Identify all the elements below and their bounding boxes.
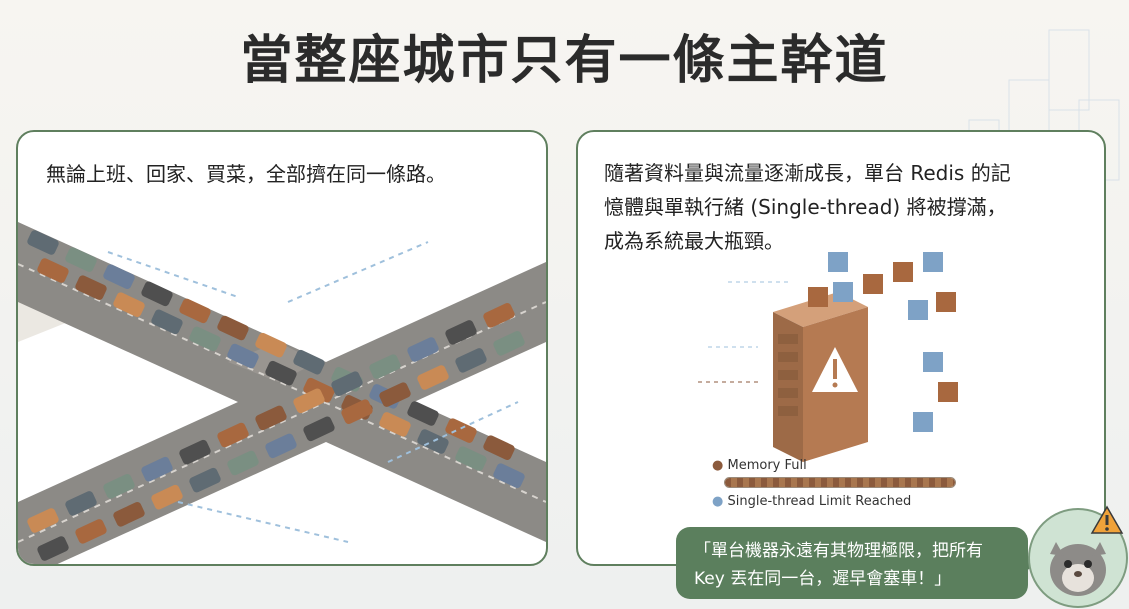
quote-line-2: Key 丟在同一台，遲早會塞車！」	[694, 569, 952, 589]
car	[303, 416, 335, 442]
car	[103, 474, 135, 499]
car	[293, 349, 325, 375]
car	[151, 484, 183, 510]
car	[379, 382, 411, 407]
car	[189, 326, 221, 352]
car	[27, 230, 59, 255]
car	[113, 502, 145, 527]
memory-full-label: ● Memory Full	[712, 458, 807, 473]
car	[141, 281, 173, 307]
overloaded-server-illustration	[698, 252, 958, 462]
car	[493, 331, 525, 356]
redis-description: 隨著資料量與流量逐漸成長，單台 Redis 的記 憶體與單執行緒 (Single…	[604, 156, 1074, 258]
traffic-caption: 無論上班、回家、買菜，全部擠在同一條路。	[46, 162, 446, 186]
car	[265, 433, 297, 459]
memory-bar	[724, 477, 956, 488]
car	[445, 320, 477, 345]
traffic-panel: 無論上班、回家、買菜，全部擠在同一條路。	[16, 130, 548, 566]
quote-bubble: 「單台機器永遠有其物理極限，把所有 Key 丟在同一台，遲早會塞車！」	[676, 527, 1038, 599]
car	[407, 337, 439, 362]
car	[341, 399, 373, 424]
car	[75, 275, 107, 300]
car	[75, 519, 107, 544]
data-cube-icon	[808, 252, 958, 432]
description-line-3: 成為系統最大瓶頸。	[604, 229, 784, 253]
memory-bar-fill	[725, 478, 955, 487]
car	[27, 508, 59, 533]
car	[217, 422, 249, 448]
warning-icon	[812, 347, 858, 392]
car	[417, 429, 449, 454]
car	[151, 309, 183, 335]
car	[141, 456, 173, 482]
car	[293, 388, 325, 414]
car	[455, 348, 487, 373]
car	[227, 343, 259, 369]
quote-line-1: 「單台機器永遠有其物理極限，把所有	[694, 541, 983, 561]
car	[227, 450, 259, 476]
car	[113, 292, 145, 317]
car	[369, 354, 401, 379]
car	[103, 264, 135, 289]
car	[189, 467, 221, 493]
car	[417, 365, 449, 390]
car	[331, 371, 363, 396]
car	[379, 412, 411, 437]
car	[407, 401, 439, 426]
description-line-1: 隨著資料量與流量逐漸成長，單台 Redis 的記	[604, 161, 1011, 185]
warning-icon	[1090, 505, 1124, 534]
description-line-2: 憶體與單執行緒 (Single-thread) 將被撐滿，	[604, 195, 1007, 219]
traffic-illustration	[18, 222, 546, 564]
car	[217, 315, 249, 341]
car	[255, 405, 287, 431]
car	[455, 446, 487, 471]
car	[179, 298, 211, 324]
car	[65, 247, 97, 272]
car	[37, 258, 69, 283]
car	[65, 491, 97, 516]
car	[265, 360, 297, 386]
car	[179, 439, 211, 465]
car	[255, 332, 287, 358]
car	[37, 536, 69, 561]
car	[483, 303, 515, 328]
car	[445, 418, 477, 443]
page-title: 當整座城市只有一條主幹道	[240, 31, 889, 91]
thread-limit-label: ● Single-thread Limit Reached	[712, 494, 912, 509]
redis-panel: 隨著資料量與流量逐漸成長，單台 Redis 的記 憶體與單執行緒 (Single…	[576, 130, 1106, 566]
squirrel-avatar	[1028, 508, 1128, 608]
car	[483, 435, 515, 460]
car	[493, 463, 525, 488]
